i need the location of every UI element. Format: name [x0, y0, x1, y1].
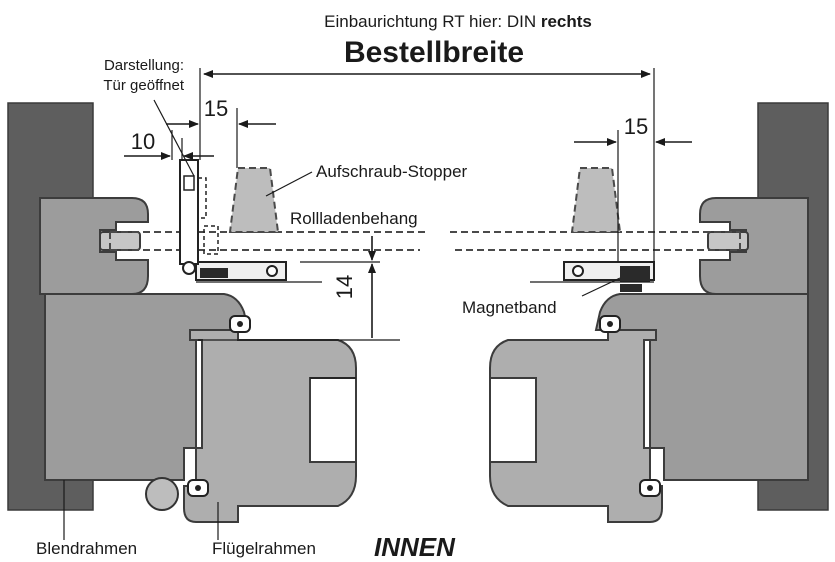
- stopper-label: Aufschraub-Stopper: [316, 162, 468, 181]
- left-15-dimension: [166, 108, 276, 168]
- dim-left-15-value: 15: [204, 96, 228, 121]
- vertical-14-dimension: [198, 236, 400, 341]
- right-sash-frame: [489, 329, 663, 523]
- display-line2-label: Tür geöffnet: [103, 77, 184, 94]
- stoppers: [228, 167, 622, 233]
- open-door-profile: [179, 159, 219, 275]
- right-outer-frame: [594, 197, 809, 481]
- handle-knob: [145, 477, 179, 511]
- seals: [187, 315, 661, 497]
- order-width-label: Bestellbreite: [344, 36, 524, 69]
- left-sash-frame: [183, 329, 357, 523]
- install-direction-label: Einbaurichtung RT hier: DIN rechts: [324, 12, 592, 31]
- dim-left-10-value: 10: [131, 129, 155, 154]
- dim-right-15-value: 15: [624, 114, 648, 139]
- right-magnet-rail: [530, 261, 655, 292]
- outer-frame-label: Blendrahmen: [36, 539, 137, 558]
- shutter-curtain: [109, 231, 741, 251]
- curtain-label: Rollladenbehang: [290, 209, 418, 228]
- left-magnet-rail: [195, 261, 322, 283]
- dim-vertical-14-value: 14: [332, 275, 357, 299]
- right-15-dimension: [574, 130, 692, 262]
- sash-frame-label: Flügelrahmen: [212, 539, 316, 558]
- magnet-band-label: Magnetband: [462, 298, 557, 317]
- inside-label: INNEN: [374, 532, 456, 562]
- leader-lines: [63, 99, 621, 540]
- order-width-dimension: [199, 68, 655, 262]
- display-line1-label: Darstellung:: [104, 57, 184, 74]
